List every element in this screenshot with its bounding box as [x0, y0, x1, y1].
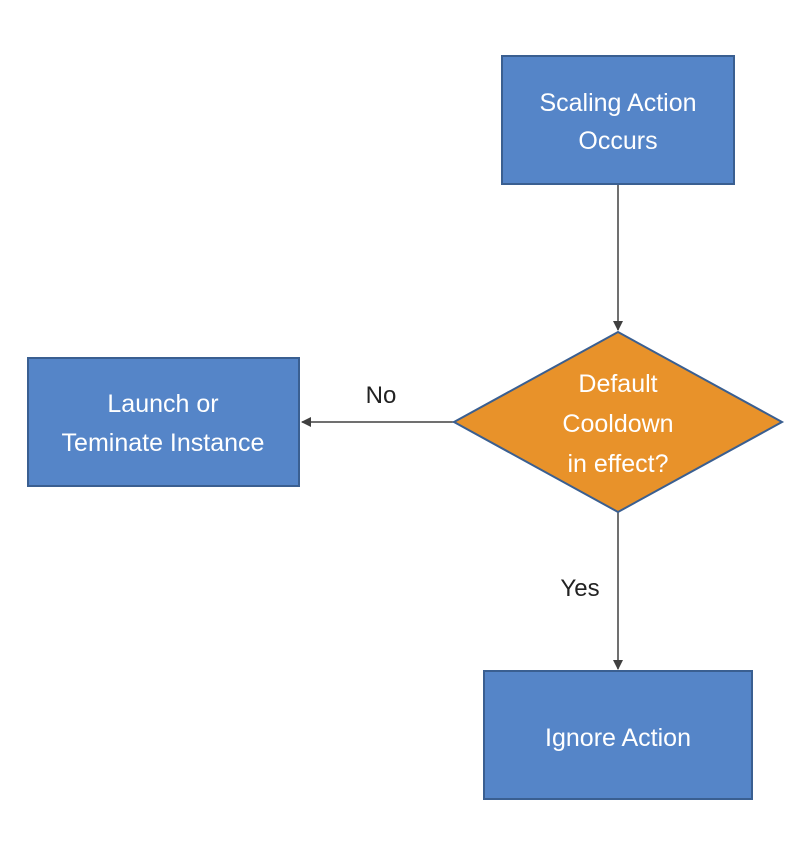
- node-label-line: Launch or: [107, 390, 218, 418]
- process-box: [501, 55, 735, 185]
- node-label-line: Default: [578, 370, 657, 398]
- edge-label-no: No: [366, 382, 397, 409]
- node-scaling-action: Scaling Action Occurs: [501, 55, 735, 185]
- decision-diamond: [451, 330, 785, 514]
- process-box: [483, 670, 753, 800]
- node-label-line: Occurs: [578, 127, 657, 155]
- node-ignore-action: Ignore Action: [483, 670, 753, 800]
- node-label-line: in effect?: [567, 450, 668, 478]
- node-label-line: Ignore Action: [545, 724, 691, 752]
- node-cooldown-decision: Default Cooldown in effect?: [451, 330, 785, 514]
- node-label-line: Cooldown: [562, 410, 673, 438]
- node-label-line: Teminate Instance: [62, 429, 265, 457]
- node-label-line: Scaling Action: [539, 89, 696, 117]
- process-box: [27, 357, 300, 487]
- node-launch-terminate: Launch or Teminate Instance: [27, 357, 300, 487]
- edge-label-yes: Yes: [560, 575, 599, 602]
